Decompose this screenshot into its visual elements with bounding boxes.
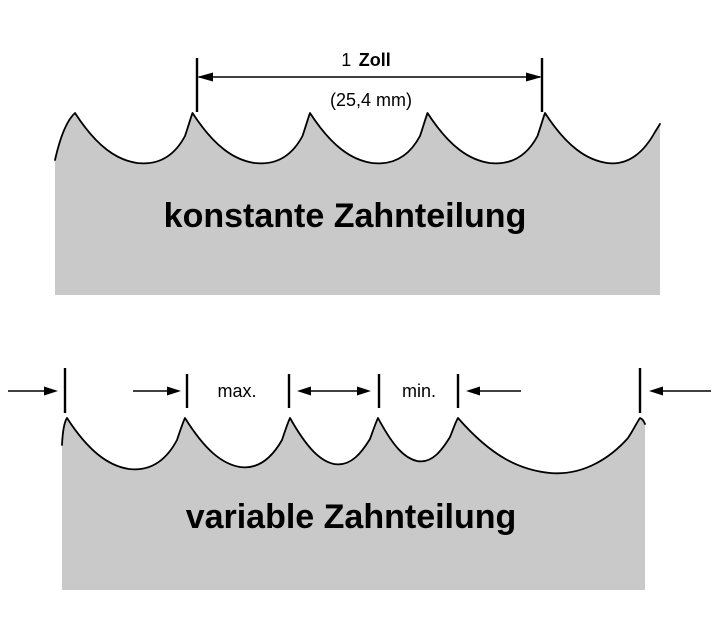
inch-unit-label: Zoll — [359, 50, 391, 70]
max-label: max. — [217, 381, 256, 401]
pitch-double-arrow-left-icon — [297, 386, 311, 396]
inch-dimension-arrowhead-left-icon — [197, 72, 213, 82]
saw-blade-variable-shape — [62, 418, 645, 590]
inch-dimension-label: 1 Zoll — [341, 50, 390, 70]
pitch-arrow-right-outer-icon — [649, 386, 663, 396]
pitch-double-arrow-right-icon — [357, 386, 371, 396]
inch-dimension-arrowhead-right-icon — [526, 72, 542, 82]
saw-blade-constant-tooth-edge — [54, 112, 661, 165]
constant-pitch-title: konstante Zahnteilung — [164, 197, 527, 235]
pitch-arrow-left-outer-icon — [44, 386, 58, 396]
min-label: min. — [402, 381, 436, 401]
saw-blade-constant-shape — [55, 113, 660, 295]
variable-pitch-title: variable Zahnteilung — [186, 498, 517, 536]
pitch-arrow-1-icon — [167, 386, 181, 396]
inch-value-label: 1 — [341, 50, 351, 70]
pitch-arrow-2-icon — [466, 386, 480, 396]
mm-label: (25,4 mm) — [330, 90, 412, 110]
saw-blade-variable-tooth-edge — [61, 417, 646, 475]
